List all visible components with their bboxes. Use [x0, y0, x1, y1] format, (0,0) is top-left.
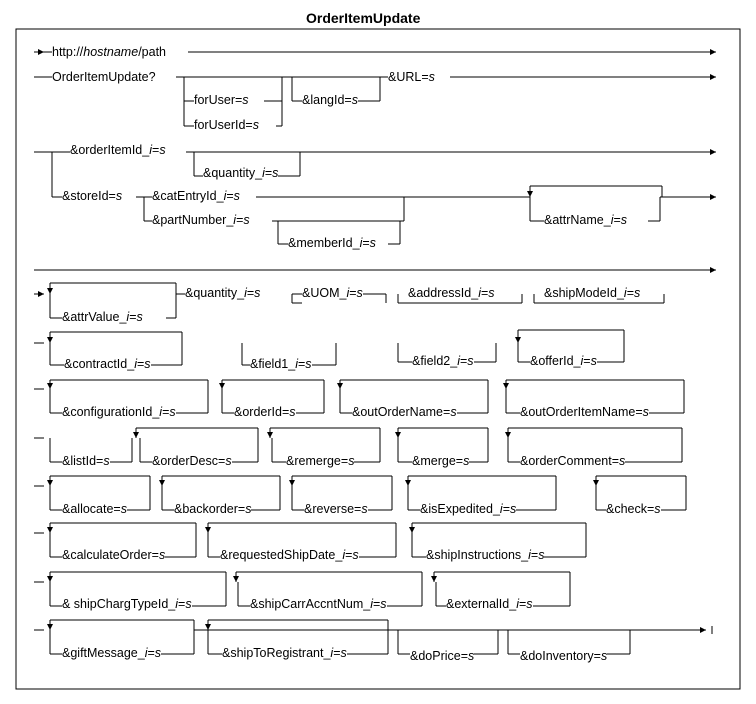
arrow-right-icon [710, 267, 716, 273]
arrow-down-icon [205, 527, 211, 533]
arrow-right-icon [700, 627, 706, 633]
param-remerge: &remerge=s [286, 454, 355, 468]
param-contractId: &contractId_i=s [64, 357, 151, 371]
param-URL: &URL=s [388, 70, 435, 84]
arrow-down-icon [47, 624, 53, 630]
arrow-down-icon [205, 624, 211, 630]
param-doInventory: &doInventory=s [520, 649, 608, 663]
param-merge: &merge=s [412, 454, 470, 468]
param-shipToRegistrant: &shipToRegistrant_i=s [222, 646, 347, 660]
param-catEntryId: &catEntryId_i=s [152, 189, 240, 203]
arrow-down-icon [233, 576, 239, 582]
param-shipCarrAccntNum: &shipCarrAccntNum_i=s [250, 597, 387, 611]
arrow-right-icon [710, 49, 716, 55]
arrow-down-icon [47, 480, 53, 486]
param-check: &check=s [606, 502, 661, 516]
arrow-down-icon [133, 432, 139, 438]
param-storeId: &storeId=s [62, 189, 123, 203]
param-shipChargTypeId: & shipChargTypeId_i=s [62, 597, 192, 611]
arrow-down-icon [47, 576, 53, 582]
param-orderId: &orderId=s [234, 405, 296, 419]
param-reverse: &reverse=s [304, 502, 368, 516]
param-listId: &listId=s [62, 454, 110, 468]
arrow-right-icon [710, 149, 716, 155]
param-forUserId: forUserId=s [194, 118, 259, 132]
arrow-down-icon [395, 432, 401, 438]
arrow-down-icon [219, 383, 225, 389]
param-orderComment: &orderComment=s [520, 454, 626, 468]
arrow-down-icon [47, 527, 53, 533]
param-configurationId: &configurationId_i=s [62, 405, 176, 419]
arrow-down-icon [515, 337, 521, 343]
param-orderDesc: &orderDesc=s [152, 454, 232, 468]
param-shipModeId: &shipModeId_i=s [544, 286, 641, 300]
param-attrName: &attrName_i=s [544, 213, 628, 227]
arrow-down-icon [267, 432, 273, 438]
param-externalId: &externalId_i=s [446, 597, 533, 611]
arrow-right-icon [38, 49, 44, 55]
param-doPrice: &doPrice=s [410, 649, 475, 663]
param-outOrderName: &outOrderName=s [352, 405, 457, 419]
param-command: OrderItemUpdate? [52, 70, 156, 84]
param-shipInstructions: &shipInstructions_i=s [426, 548, 545, 562]
param-partNumber: &partNumber_i=s [152, 213, 250, 227]
arrow-down-icon [289, 480, 295, 486]
param-field1: &field1_i=s [250, 357, 312, 371]
arrow-down-icon [159, 480, 165, 486]
param-url: http://hostname/path [52, 45, 166, 59]
arrow-down-icon [431, 576, 437, 582]
param-requestedShipDate: &requestedShipDate_i=s [220, 548, 359, 562]
param-outOrderItemName: &outOrderItemName=s [520, 405, 649, 419]
param-isExpedited: &isExpedited_i=s [420, 502, 517, 516]
param-allocate: &allocate=s [62, 502, 127, 516]
arrow-down-icon [47, 288, 53, 294]
arrow-down-icon [405, 480, 411, 486]
arrow-down-icon [527, 191, 533, 197]
diagram-title: OrderItemUpdate [306, 10, 421, 26]
param-quantity-2: &quantity_i=s [185, 286, 261, 300]
arrow-down-icon [47, 337, 53, 343]
param-offerId: &offerId_i=s [530, 354, 597, 368]
param-field2: &field2_i=s [412, 354, 474, 368]
arrow-down-icon [593, 480, 599, 486]
arrow-down-icon [503, 383, 509, 389]
arrow-down-icon [337, 383, 343, 389]
param-langId: &langId=s [302, 93, 358, 107]
param-orderItemId: &orderItemId_i=s [70, 143, 166, 157]
param-quantity: &quantity_i=s [203, 166, 279, 180]
param-attrValue: &attrValue_i=s [62, 310, 143, 324]
arrow-right-icon [710, 194, 716, 200]
param-addressId: &addressId_i=s [408, 286, 495, 300]
param-calculateOrder: &calculateOrder=s [62, 548, 166, 562]
param-backorder: &backorder=s [174, 502, 252, 516]
arrow-down-icon [47, 383, 53, 389]
arrow-right-icon [38, 291, 44, 297]
arrow-right-icon [710, 74, 716, 80]
param-memberId: &memberId_i=s [288, 236, 376, 250]
param-giftMessage: &giftMessage_i=s [62, 646, 162, 660]
param-forUser: forUser=s [194, 93, 249, 107]
arrow-down-icon [505, 432, 511, 438]
arrow-down-icon [409, 527, 415, 533]
diagram-frame [15, 28, 741, 690]
param-UOM: &UOM_i=s [302, 286, 363, 300]
